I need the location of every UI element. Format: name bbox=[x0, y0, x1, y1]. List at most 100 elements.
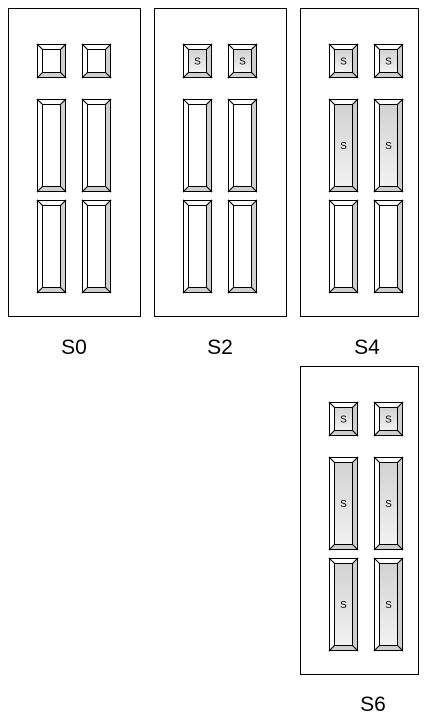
panel-bevel bbox=[353, 559, 358, 651]
panel-bottom-left bbox=[184, 201, 212, 293]
panel-bevel bbox=[106, 201, 111, 293]
panel-mark: S bbox=[340, 415, 347, 426]
panel-center bbox=[88, 206, 106, 288]
panel-bottom-left: S bbox=[330, 559, 358, 651]
panel-top-right: S bbox=[229, 45, 257, 78]
panel-bevel bbox=[83, 201, 88, 293]
panel-mark: S bbox=[239, 57, 246, 68]
panel-center bbox=[234, 105, 252, 187]
panel-bevel bbox=[353, 458, 358, 550]
panel-bevel bbox=[375, 559, 380, 651]
door-label: S4 bbox=[354, 336, 380, 359]
panel-bevel bbox=[375, 201, 380, 293]
panel-bevel bbox=[229, 288, 257, 293]
panel-bevel bbox=[184, 100, 189, 192]
panel-bottom-right bbox=[83, 201, 111, 293]
panel-center bbox=[380, 206, 398, 288]
panel-bevel bbox=[207, 201, 212, 293]
panel-bevel bbox=[252, 201, 257, 293]
panel-bottom-right: S bbox=[375, 559, 403, 651]
door-s2: S S S2 bbox=[155, 9, 287, 360]
panel-center bbox=[234, 206, 252, 288]
panel-bevel bbox=[330, 288, 358, 293]
panel-bevel bbox=[184, 201, 189, 293]
door-label: S6 bbox=[360, 693, 386, 714]
panel-bevel bbox=[207, 100, 212, 192]
panel-bevel bbox=[353, 100, 358, 192]
panel-bevel bbox=[375, 73, 403, 78]
panel-mark: S bbox=[385, 57, 392, 68]
panel-bevel bbox=[83, 187, 111, 192]
panel-bevel bbox=[330, 100, 335, 192]
panel-bottom-left bbox=[330, 201, 358, 293]
panel-bevel bbox=[375, 100, 380, 192]
panel-mark: S bbox=[385, 141, 392, 152]
panel-mark: S bbox=[340, 141, 347, 152]
door-s4: S S S S S4 bbox=[301, 9, 419, 360]
panel-middle-left bbox=[38, 100, 66, 192]
panel-bevel bbox=[38, 187, 66, 192]
panel-bevel bbox=[353, 201, 358, 293]
panel-bevel bbox=[229, 187, 257, 192]
panel-middle-right: S bbox=[375, 100, 403, 192]
panel-mark: S bbox=[194, 57, 201, 68]
panel-bevel bbox=[398, 559, 403, 651]
panel-bottom-right bbox=[229, 201, 257, 293]
panel-bevel bbox=[330, 73, 358, 78]
panel-bevel bbox=[330, 201, 335, 293]
panel-top-left: S bbox=[330, 45, 358, 78]
panel-center bbox=[88, 105, 106, 187]
panel-bevel bbox=[375, 187, 403, 192]
panel-bevel bbox=[330, 559, 335, 651]
panel-bevel bbox=[229, 73, 257, 78]
panel-bottom-right bbox=[375, 201, 403, 293]
panel-bevel bbox=[184, 187, 212, 192]
panel-bevel bbox=[375, 288, 403, 293]
panel-bevel bbox=[398, 100, 403, 192]
panel-bevel bbox=[330, 545, 358, 550]
panel-center bbox=[43, 50, 61, 73]
panel-mark: S bbox=[385, 600, 392, 611]
door-label: S2 bbox=[207, 336, 233, 359]
panel-top-left: S bbox=[330, 403, 358, 436]
panel-bevel bbox=[330, 187, 358, 192]
panel-bevel bbox=[106, 100, 111, 192]
panel-middle-right bbox=[83, 100, 111, 192]
door-s6: S S S S S S S6 bbox=[301, 367, 419, 714]
door-frame bbox=[155, 9, 287, 317]
panel-top-right: S bbox=[375, 45, 403, 78]
panel-top-right bbox=[83, 45, 111, 78]
panel-mark: S bbox=[340, 499, 347, 510]
panel-bottom-left bbox=[38, 201, 66, 293]
panel-bevel bbox=[38, 288, 66, 293]
panel-center bbox=[88, 50, 106, 73]
panel-bevel bbox=[398, 201, 403, 293]
panel-bevel bbox=[252, 100, 257, 192]
panel-center bbox=[43, 105, 61, 187]
panel-middle-left bbox=[184, 100, 212, 192]
panel-bevel bbox=[38, 73, 66, 78]
panel-bevel bbox=[375, 646, 403, 651]
panel-bevel bbox=[229, 100, 234, 192]
door-frame bbox=[9, 9, 141, 317]
panel-mark: S bbox=[385, 415, 392, 426]
panel-bevel bbox=[184, 73, 212, 78]
panel-middle-left: S bbox=[330, 458, 358, 550]
panel-bevel bbox=[184, 288, 212, 293]
panel-top-left: S bbox=[184, 45, 212, 78]
panel-mark: S bbox=[340, 600, 347, 611]
door-s0: S0 bbox=[9, 9, 141, 360]
door-label: S0 bbox=[61, 336, 87, 359]
panel-bevel bbox=[38, 100, 43, 192]
panel-bevel bbox=[375, 431, 403, 436]
panel-top-left bbox=[38, 45, 66, 78]
panel-bevel bbox=[330, 431, 358, 436]
panel-bevel bbox=[330, 458, 335, 550]
panel-center bbox=[43, 206, 61, 288]
panel-middle-left: S bbox=[330, 100, 358, 192]
panel-bevel bbox=[398, 458, 403, 550]
panel-mark: S bbox=[385, 499, 392, 510]
panel-bevel bbox=[229, 201, 234, 293]
panel-bevel bbox=[375, 545, 403, 550]
